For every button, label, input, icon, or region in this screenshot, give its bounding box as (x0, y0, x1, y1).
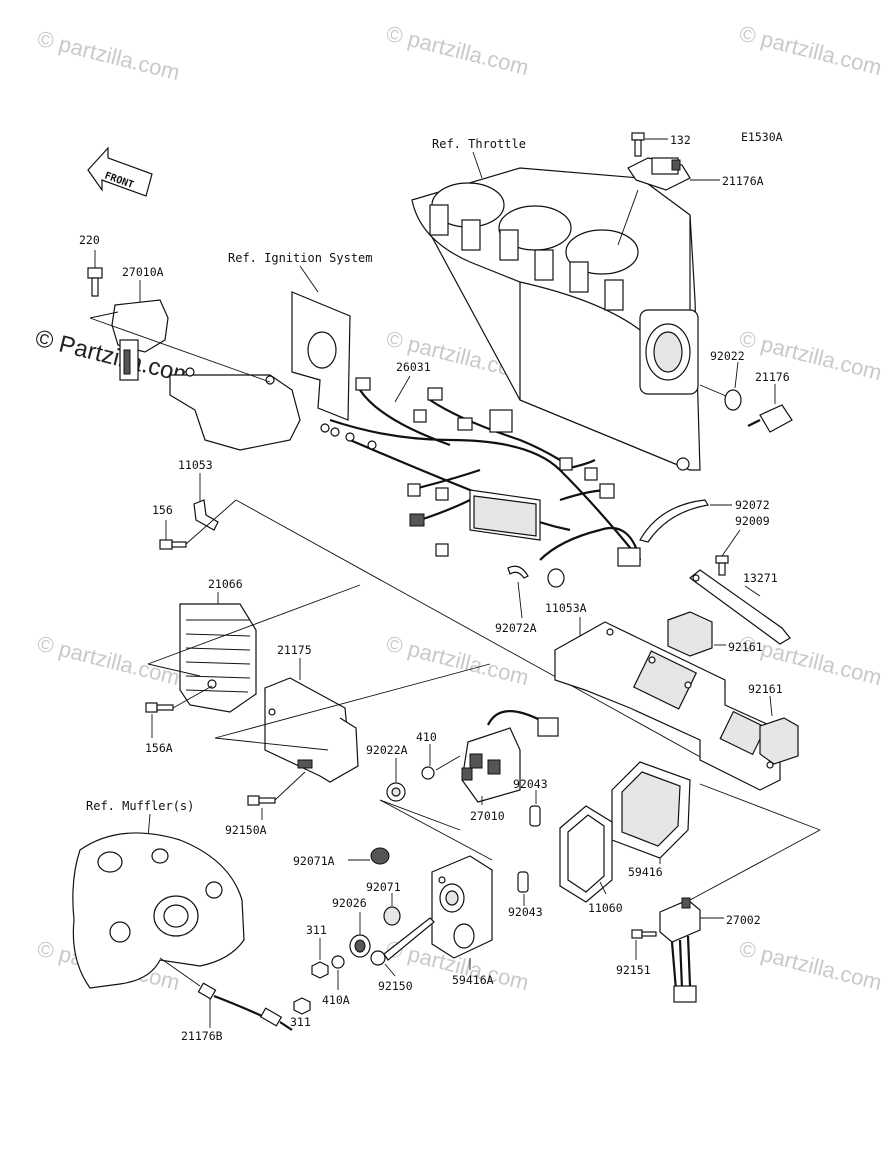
wiring-harness-26031 (320, 377, 642, 588)
pin-92043-upper (529, 805, 541, 827)
part-156A-label: 156A (145, 741, 173, 755)
part-92022A-label: 92022A (366, 743, 408, 757)
resistor-27002 (659, 897, 701, 1003)
part-27010A-label: 27010A (122, 265, 164, 279)
part-92026-label: 92026 (332, 896, 367, 910)
part-92009-label: 92009 (735, 514, 770, 528)
pad-92161-upper (667, 611, 713, 657)
part-21066-label: 21066 (208, 577, 243, 591)
part-27010-label: 27010 (470, 809, 505, 823)
muffler (72, 832, 245, 989)
nut-311-lower (293, 997, 311, 1015)
part-92151-label: 92151 (616, 963, 651, 977)
part-13271-label: 13271 (743, 571, 778, 585)
part-410A-label: 410A (322, 993, 350, 1007)
part-156-label: 156 (152, 503, 173, 517)
watermark: © partzilla.com (35, 26, 183, 86)
cable-tie-92072 (639, 499, 709, 543)
part-21176-label: 21176 (755, 370, 790, 384)
sensor-21176B (197, 982, 293, 1031)
watermark: © partzilla.com (384, 21, 532, 81)
part-11060-label: 11060 (588, 901, 623, 915)
part-311-label-2: 311 (290, 1015, 311, 1029)
part-11053A-label: 11053A (545, 601, 587, 615)
ref-throttle: Ref. Throttle (432, 137, 526, 151)
part-92150-label: 92150 (378, 979, 413, 993)
nut-311-upper (311, 961, 329, 979)
washer-92022 (724, 389, 742, 411)
screw-92151 (631, 929, 657, 939)
bolt-156A (145, 702, 174, 713)
part-220-label: 220 (79, 233, 100, 247)
part-92072A-label: 92072A (495, 621, 537, 635)
part-92071-label: 92071 (366, 880, 401, 894)
part-92161-label: 92161 (728, 640, 763, 654)
ref-ignition: Ref. Ignition System (228, 251, 373, 265)
part-132-label: 132 (670, 133, 691, 147)
part-21176A-label: 21176A (722, 174, 764, 188)
bolt-132 (631, 132, 645, 157)
starter-relay-27010 (461, 710, 559, 803)
diagram-code: E1530A (741, 130, 783, 144)
throttle-body (411, 167, 701, 471)
bracket-11053 (193, 499, 219, 531)
part-11053-label: 11053 (178, 458, 213, 472)
plate-13271 (689, 569, 791, 645)
part-92161-label-2: 92161 (748, 682, 783, 696)
seal-92071 (383, 906, 401, 926)
part-59416A-label: 59416A (452, 973, 494, 987)
part-92150A-label: 92150A (225, 823, 267, 837)
part-26031-label: 26031 (396, 360, 431, 374)
part-92043-label: 92043 (513, 777, 548, 791)
watermark: © partzilla.com (737, 21, 885, 81)
part-92071A-label: 92071A (293, 854, 335, 868)
front-arrow-icon: FRONT (87, 146, 153, 197)
washer-410A (331, 955, 345, 969)
part-21176B-label: 21176B (181, 1029, 223, 1043)
bolt-156 (159, 539, 187, 550)
relay-27010A (111, 299, 169, 381)
watermark: © partzilla.com (35, 631, 183, 691)
gasket-11060 (559, 805, 613, 903)
sensor-21176 (747, 404, 793, 433)
clip-92072A (507, 565, 529, 579)
part-59416-label: 59416 (628, 865, 663, 879)
ref-muffler: Ref. Muffler(s) (86, 799, 194, 813)
regulator-21066 (179, 603, 257, 713)
plug-92071A (370, 847, 390, 865)
part-21175-label: 21175 (277, 643, 312, 657)
bracket-11053A (554, 621, 781, 791)
part-311-label: 311 (306, 923, 327, 937)
washer-410 (421, 766, 435, 780)
watermark: © partzilla.com (737, 936, 885, 996)
ignition-bracket (169, 291, 351, 451)
ecu-21175 (264, 677, 359, 783)
part-92022-label: 92022 (710, 349, 745, 363)
pad-92161-lower (759, 717, 799, 765)
housing-59416A (431, 855, 493, 959)
watermark: © partzilla.com (384, 631, 532, 691)
part-92072-label: 92072 (735, 498, 770, 512)
bolt-220 (87, 267, 103, 297)
screw-92009 (715, 555, 729, 576)
part-92043-label-2: 92043 (508, 905, 543, 919)
sensor-21176A (627, 157, 691, 191)
case-59416 (611, 761, 691, 859)
pin-92043-lower (517, 871, 529, 893)
part-27002-label: 27002 (726, 913, 761, 927)
bolt-92150A (247, 795, 276, 806)
bolt-92150 (370, 917, 435, 966)
part-410-label: 410 (416, 730, 437, 744)
